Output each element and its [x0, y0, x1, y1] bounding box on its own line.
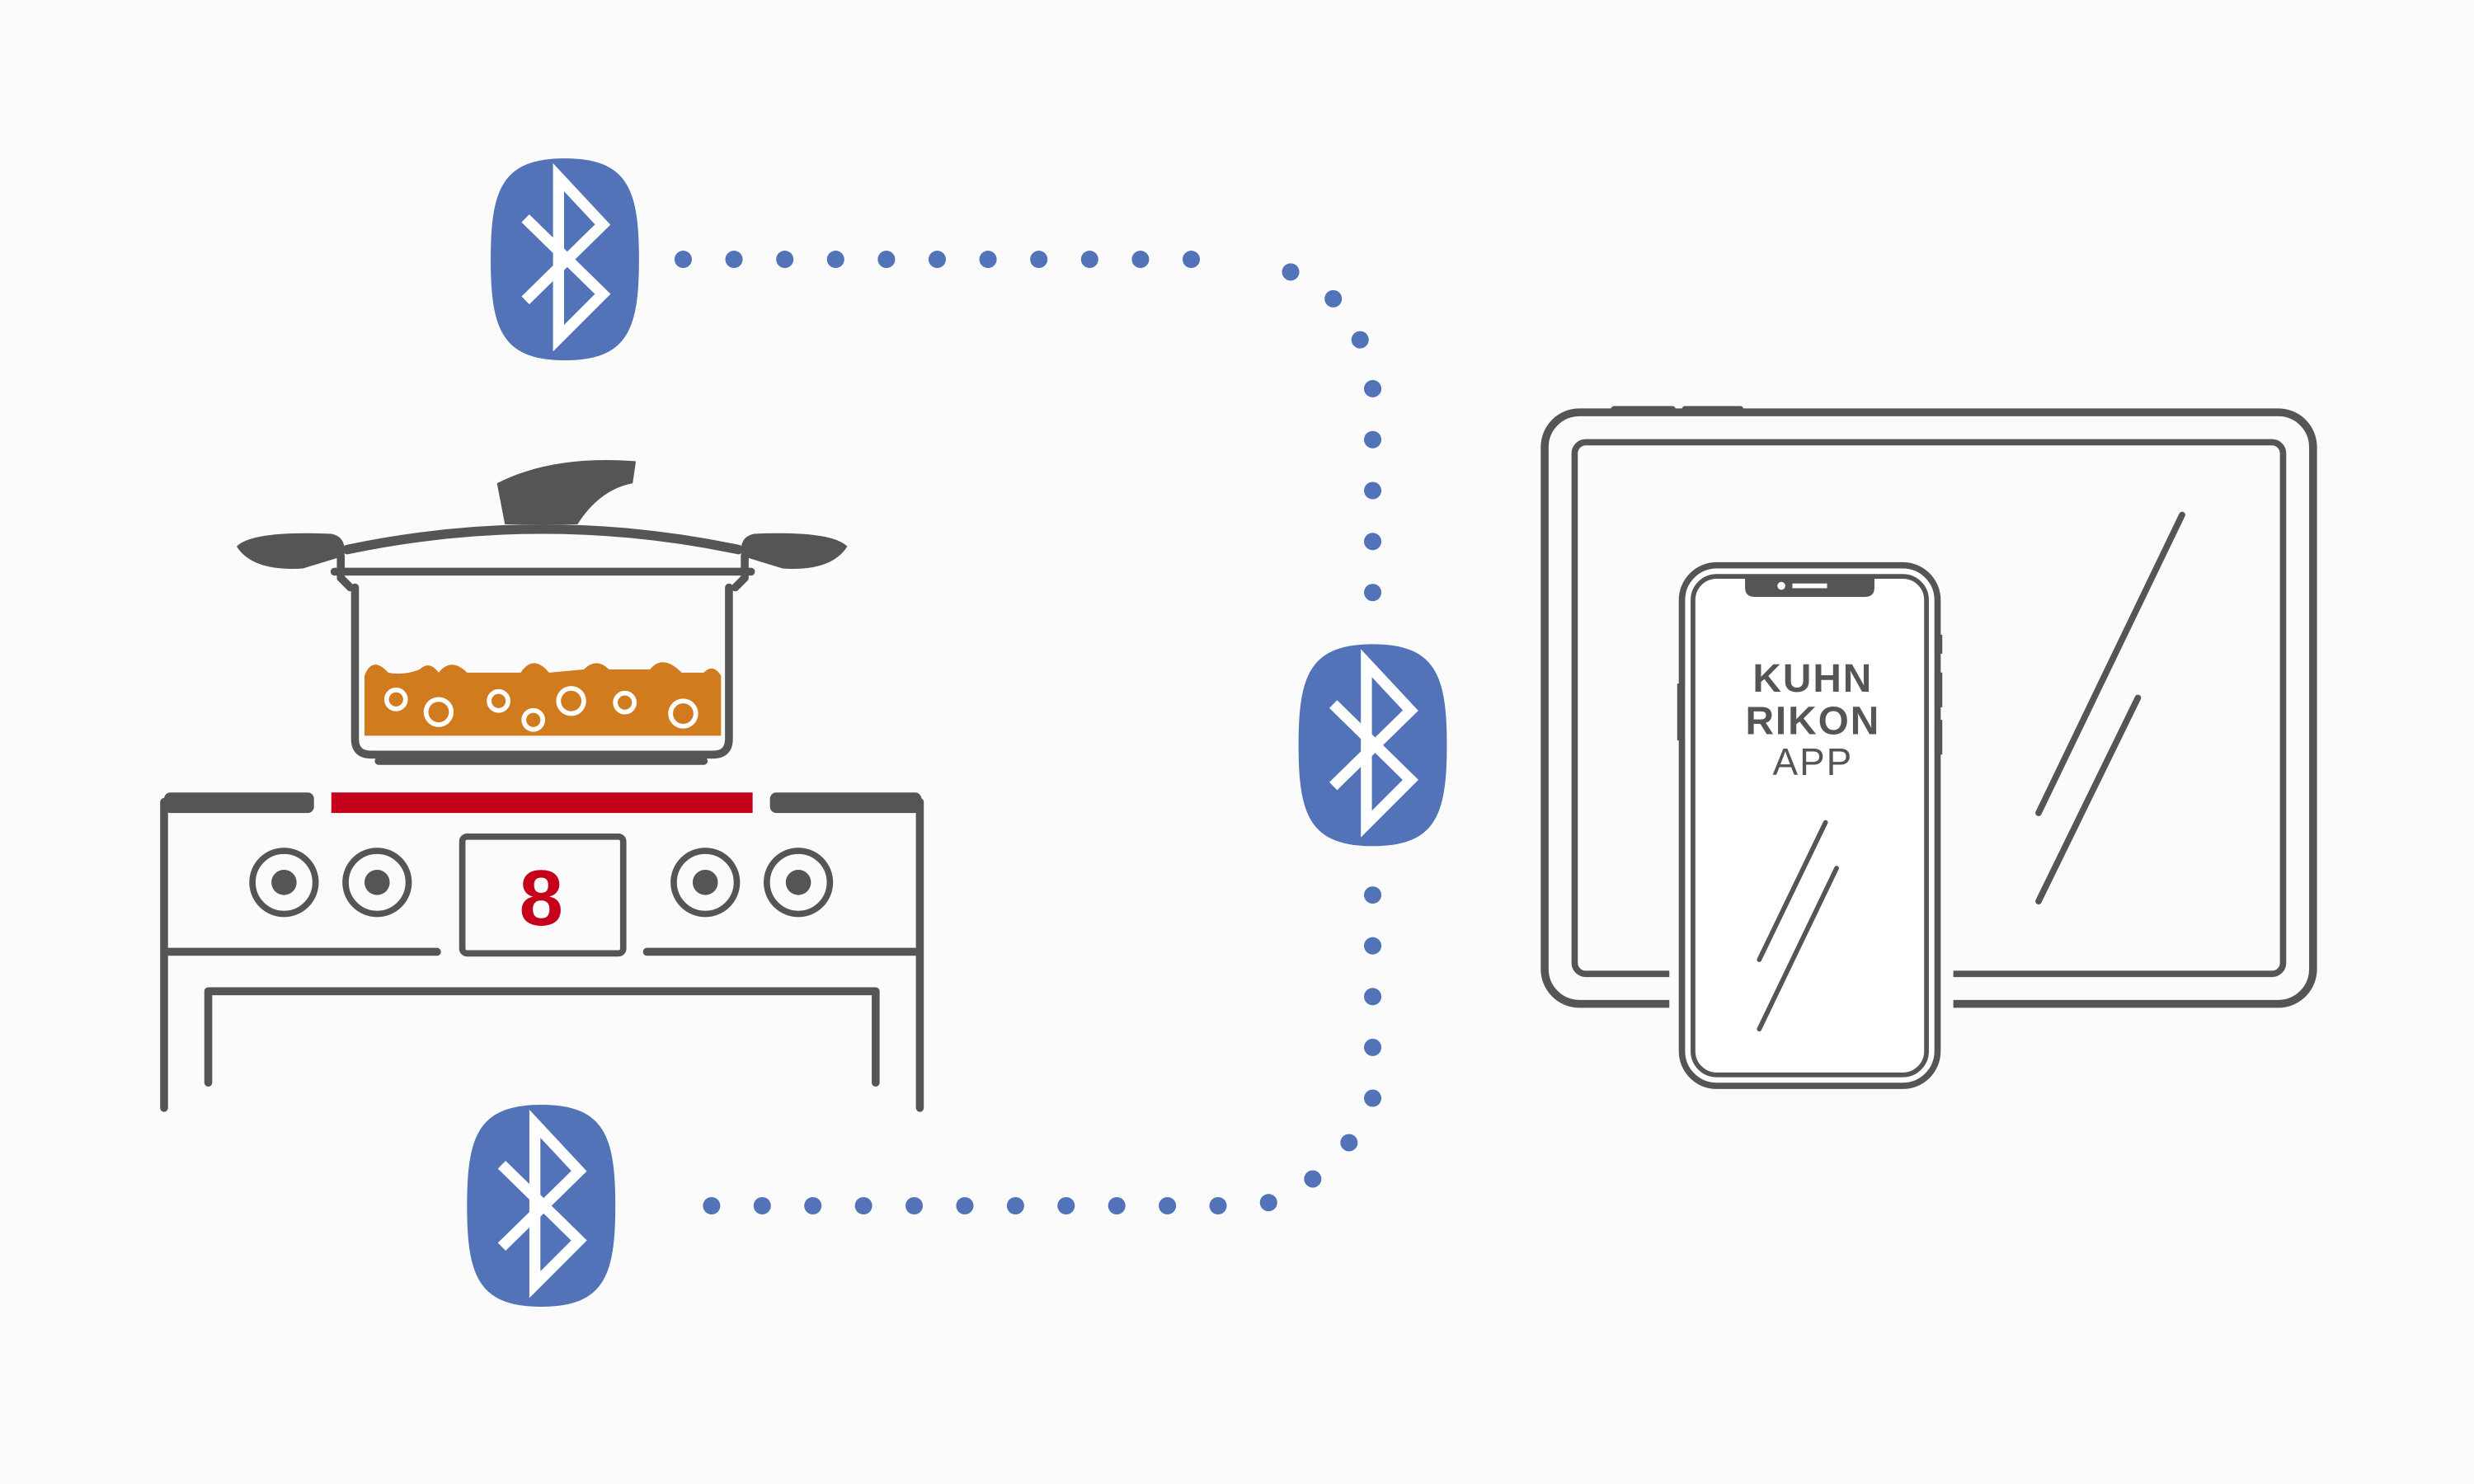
lid	[342, 524, 744, 555]
connection-dot	[753, 1196, 771, 1215]
connection-dot	[905, 1196, 924, 1215]
power-level: 8	[520, 854, 563, 942]
connection-dot	[1364, 481, 1382, 500]
connection-dot	[1364, 533, 1382, 551]
connection-dot	[1131, 251, 1150, 269]
connection-dot	[674, 251, 692, 269]
bluetooth-icon	[467, 1105, 616, 1307]
connection-dot	[804, 1196, 822, 1215]
connection-dot	[1364, 988, 1382, 1006]
connection-dot	[956, 1196, 974, 1215]
connection-dot	[776, 251, 794, 269]
connection-dot	[1080, 251, 1098, 269]
app-name-line2: RIKON	[1745, 699, 1880, 743]
connection-dot	[1340, 1134, 1358, 1152]
knob	[670, 848, 741, 918]
smartphone: KUHN RIKON APP	[1669, 552, 1954, 1097]
connection-dot	[1108, 1196, 1126, 1215]
connection-dot	[1364, 379, 1382, 397]
screen-glare	[1757, 819, 1828, 962]
connection-dot	[1351, 331, 1369, 349]
dotted-connection-path	[674, 251, 1382, 1215]
connection-dot	[1304, 1170, 1322, 1188]
connection-dot	[1364, 1038, 1382, 1056]
screen-glare	[2035, 511, 2185, 816]
connection-dot	[826, 251, 844, 269]
counter-right	[769, 792, 922, 814]
connection-dot	[1259, 1194, 1277, 1212]
connection-dot	[1030, 251, 1048, 269]
connection-dot	[1159, 1196, 1177, 1215]
oven-frame	[204, 987, 880, 1087]
power-display	[459, 833, 627, 957]
bluetooth-badges	[467, 158, 1447, 1307]
bubbles	[383, 686, 698, 732]
connection-dot	[1364, 584, 1382, 602]
connection-dot	[1324, 289, 1343, 308]
connection-dot	[1364, 886, 1382, 904]
connection-dot	[1364, 1089, 1382, 1107]
screen-glare	[2035, 694, 2142, 905]
connection-dot	[928, 251, 947, 269]
knob	[764, 848, 834, 918]
connection-dot	[877, 251, 896, 269]
handle-left	[236, 533, 345, 569]
connection-dot	[1209, 1196, 1227, 1215]
connection-dot	[703, 1196, 721, 1215]
boiling-liquid	[364, 662, 722, 736]
connection-dot	[1364, 430, 1382, 448]
lid-knob	[496, 460, 637, 524]
app-name-line1: KUHN	[1752, 657, 1873, 701]
connection-dot	[1057, 1196, 1075, 1215]
knob	[249, 848, 319, 918]
cooking-pot	[236, 460, 848, 765]
connection-dot	[979, 251, 997, 269]
connection-dot	[1182, 251, 1201, 269]
connection-dot	[854, 1196, 872, 1215]
connection-dot	[1282, 263, 1300, 281]
screen-glare	[1757, 866, 1839, 1032]
connection-dot	[725, 251, 743, 269]
knob	[342, 848, 412, 918]
induction-stove: 8	[160, 792, 924, 1112]
counter-left	[163, 792, 314, 814]
connection-dot	[1006, 1196, 1024, 1215]
heating-zone	[331, 792, 753, 814]
bluetooth-icon	[1298, 644, 1447, 847]
app-name-line3: APP	[1773, 740, 1854, 783]
handle-right	[741, 533, 848, 569]
bluetooth-icon	[491, 158, 639, 360]
connection-dot	[1364, 937, 1382, 955]
